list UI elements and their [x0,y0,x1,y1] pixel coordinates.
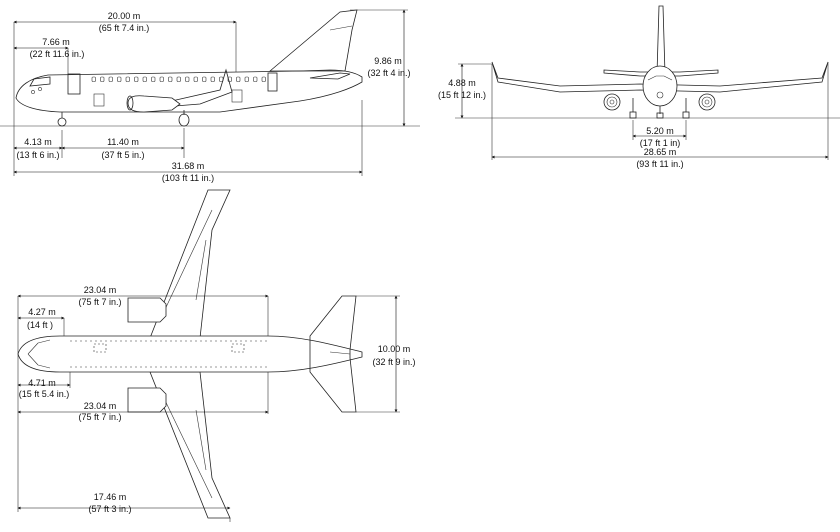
cabin-window [253,76,258,82]
cabin-window [236,76,241,82]
nose-gear-m: 4.13 m [24,137,52,147]
side-vertical-tail [268,9,358,72]
top-upper-length-ft: (75 ft 7 in.) [78,297,121,307]
cabin-window [134,76,139,82]
side-engine-nacelle [127,95,181,113]
side-height-ft: (32 ft 4 in.) [367,68,410,78]
cabin-window [108,76,113,82]
side-fuselage-outline [15,69,363,113]
nose-door-ft: (22 ft 11.6 in.) [30,49,85,59]
cabin-window [185,76,190,82]
cabin-window [168,76,173,82]
top-lower-length-ft: (75 ft 7 in.) [78,412,121,422]
side-view: 20.00 m (65 ft 7.4 in.) 7.66 m (22 ft 11… [0,9,420,183]
front-right-engine [698,93,716,111]
top-lower-station-m: 4.71 m [28,378,56,388]
side-height-m: 9.86 m [374,56,402,66]
cabin-window [159,76,164,82]
side-cabin-windows [91,76,266,82]
top-lower-engine [127,387,167,413]
cabin-window [227,76,232,82]
overall-length-m: 31.68 m [172,161,205,171]
top-lower-length-m: 23.04 m [84,401,117,411]
cockpit-window [29,76,51,87]
side-main-gear [178,113,190,127]
wingspan-m: 28.65 m [644,147,677,157]
side-nose-gear [57,117,67,127]
wheelbase-m: 11.40 m [107,137,139,147]
cabin-window [193,76,198,82]
wing-station-ft: (57 ft 3 in.) [88,504,131,514]
cabin-window [125,76,130,82]
side-length-ft: (65 ft 7.4 in.) [99,23,150,33]
cabin-window [210,76,215,82]
cabin-window [91,76,96,82]
tail-span-ft: (32 ft 9 in.) [372,357,415,367]
front-left-engine [603,93,621,111]
front-height-ft: (15 ft 12 in.) [438,90,486,100]
track-m: 5.20 m [646,126,674,136]
front-view: 4.88 m (15 ft 12 in.) 5.20 m (17 ft 1 in… [438,5,840,169]
top-horizontal-tail [309,295,357,413]
cabin-window [100,76,105,82]
wingspan-ft: (93 ft 11 in.) [636,159,683,169]
cabin-window [261,76,266,82]
top-upper-station-ft: (14 ft ) [27,320,53,330]
tail-span-m: 10.00 m [378,344,411,354]
top-lower-station-ft: (15 ft 5.4 in.) [19,389,70,399]
top-upper-length-m: 23.04 m [84,285,117,295]
cabin-window [176,76,181,82]
front-fuselage [642,65,678,107]
cabin-window [142,76,147,82]
top-view: 23.04 m (75 ft 7 in.) 4.27 m (14 ft ) 4.… [17,189,416,522]
side-forward-door [67,73,81,95]
nose-gear-ft: (13 ft 6 in.) [16,150,59,160]
top-fuselage [17,335,363,373]
side-length-m: 20.00 m [108,11,141,21]
cabin-window [151,76,156,82]
top-upper-engine [127,297,167,323]
wing-station-m: 17.46 m [94,492,127,502]
cabin-window [117,76,122,82]
front-height-m: 4.88 m [448,78,476,88]
wheelbase-ft: (37 ft 5 in.) [101,150,144,160]
cabin-window [244,76,249,82]
front-vertical-tail [656,5,666,75]
side-horizontal-stabilizer [309,72,351,80]
cabin-window [202,76,207,82]
overall-length-ft: (103 ft 11 in.) [162,173,214,183]
track-ft: (17 ft 1 in) [640,138,681,148]
top-upper-station-m: 4.27 m [28,307,56,317]
nose-door-m: 7.66 m [42,37,70,47]
